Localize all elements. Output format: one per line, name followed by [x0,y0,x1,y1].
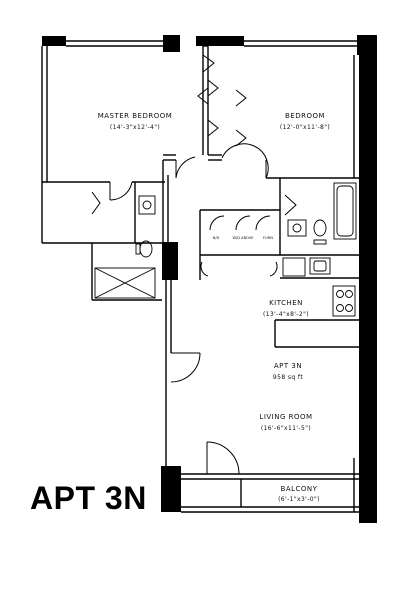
kitchen-dims: (13'-4"x8'-2") [263,311,309,318]
exterior-walls [42,35,377,523]
master-bedroom-dims: (14'-3"x12'-4") [110,124,160,131]
balcony-label: BALCONY [281,485,318,493]
fixtures [94,182,357,317]
bedroom-dims: (12'-0"x11'-8") [280,124,330,131]
closet-wd-label: W/D ABOVE [232,236,254,240]
closet-furn-label: FURN [263,236,273,240]
kitchen-label: KITCHEN [269,299,303,307]
living-room-label: LIVING ROOM [259,413,312,421]
interior-walls [41,40,360,513]
balcony-dims: (6'-1"x3'-0") [278,496,320,503]
living-room-dims: (16'-6"x11'-5") [261,425,311,432]
bedroom-label: BEDROOM [285,112,325,120]
doors [91,54,297,475]
plan-title: APT 3N [30,480,147,516]
apartment-area: 958 sq ft [273,374,303,381]
closet-bd-label: B/D [213,236,220,240]
apartment-label: APT 3N [274,362,302,370]
master-bedroom-label: MASTER BEDROOM [98,112,173,120]
room-labels: MASTER BEDROOM (14'-3"x12'-4") BEDROOM (… [98,112,330,503]
